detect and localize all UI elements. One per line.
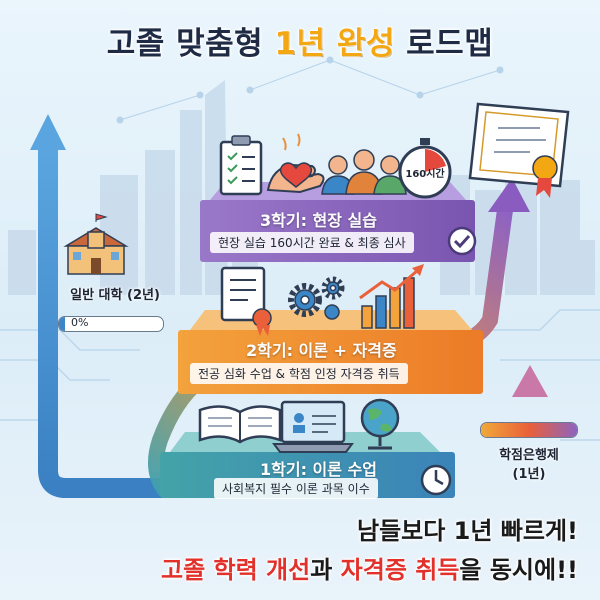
credit-bank-label: 학점은행제 (1년): [499, 448, 559, 482]
university-progress-bar: 0%: [58, 316, 164, 332]
bar-chart-icon: [359, 264, 424, 329]
university-label: 일반 대학 (2년): [70, 288, 160, 303]
step-3-description: 현장 실습 160시간 완료 & 최종 심사: [210, 232, 414, 253]
step-1-description: 사회복지 필수 이론 과목 이수: [214, 478, 378, 499]
credit-bank-progress-bar: [480, 422, 578, 438]
laptop-icon: [272, 400, 354, 453]
globe-icon: [360, 398, 400, 450]
step-3-title: 3학기: 현장 실습: [260, 211, 377, 230]
university-progress-fill: [59, 317, 66, 331]
university-progress-text: 0%: [71, 316, 89, 329]
check-icon: [447, 226, 477, 256]
school-building-icon: [63, 213, 129, 275]
circuit-lines: [0, 309, 600, 441]
certificate-icon: [468, 102, 570, 198]
title-highlight: 1년 완성: [274, 26, 395, 62]
page-title: 고졸 맞춤형 1년 완성 로드맵: [106, 26, 494, 62]
contract-icon: [220, 266, 272, 336]
stopwatch-label: 160시간: [405, 167, 445, 180]
gears-icon: [288, 276, 345, 320]
credit-bank-progress-fill: [481, 423, 577, 437]
university-path-arrow: [38, 150, 185, 498]
journey-arrow-head: [488, 178, 530, 212]
slogan-line-1: 남들보다 1년 빠르게!: [357, 517, 578, 545]
slogan-line-2: 고졸 학력 개선과 자격증 취득을 동시에!!: [161, 556, 578, 584]
step-1-title: 1학기: 이론 수업: [260, 460, 377, 479]
network-lines: [116, 56, 504, 124]
book-icon: [198, 405, 282, 444]
credit-bank-arrow-head: [512, 365, 548, 397]
step-2-description: 전공 심화 수업 & 학점 인정 자격증 취득: [190, 363, 408, 384]
university-arrow-head: [30, 114, 66, 150]
clock-icon: [420, 464, 452, 496]
people-icon: [321, 149, 407, 195]
stopwatch-icon: 160시간: [398, 138, 452, 199]
step-2-title: 2학기: 이론 + 자격증: [246, 341, 397, 360]
checklist-icon: [219, 135, 263, 196]
heart-hand-icon: [266, 133, 325, 194]
